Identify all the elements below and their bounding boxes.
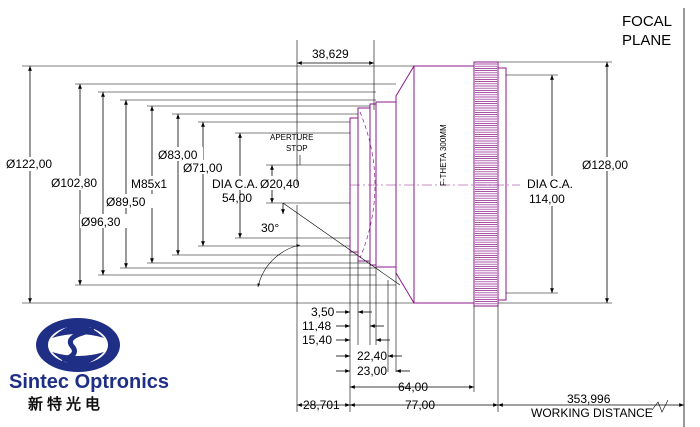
focal-label-1: FOCAL xyxy=(622,13,672,30)
dim-d83: Ø83,00 xyxy=(158,148,198,162)
dim-thread: M85x1 xyxy=(131,177,167,191)
dim-b6400: 64,00 xyxy=(398,380,428,394)
dim-d89: Ø89,50 xyxy=(106,195,146,209)
left-extension-lines xyxy=(22,65,414,304)
dim-d71: Ø71,00 xyxy=(183,161,223,175)
dim-b353: 353,996 xyxy=(567,392,611,406)
angle-line xyxy=(282,202,401,286)
dim-b2240: 22,40 xyxy=(357,349,387,363)
dim-d122: Ø122,00 xyxy=(6,157,52,171)
company-logo xyxy=(36,318,120,372)
top-dimension xyxy=(296,40,375,185)
right-extension-lines xyxy=(498,61,612,304)
dim-b2300: 23,00 xyxy=(357,364,387,378)
dim-b350: 3,50 xyxy=(311,305,335,319)
bottom-dimension-arrows xyxy=(297,310,684,407)
aperture-label-1: APERTURE xyxy=(270,133,313,142)
dim-d20: Ø20,40 xyxy=(260,177,300,191)
dim-dia-ca-label: DIA C.A. xyxy=(212,177,258,191)
left-dimension-lines xyxy=(28,66,274,303)
angle-label: 30° xyxy=(261,221,279,235)
dim-right-ca-label: DIA C.A. xyxy=(527,177,573,191)
dim-d96: Ø96,30 xyxy=(81,215,121,229)
focal-label-2: PLANE xyxy=(622,32,671,49)
brand-name: Sintec Optronics xyxy=(9,371,169,393)
dim-d102: Ø102,80 xyxy=(51,176,97,190)
dim-top-length: 38,629 xyxy=(312,47,349,61)
working-distance-label: WORKING DISTANCE xyxy=(531,406,653,420)
lens-body xyxy=(349,61,507,307)
break-symbol xyxy=(651,399,669,413)
angle-arc xyxy=(257,244,301,288)
dim-dia-ca-value: 54,00 xyxy=(222,191,252,205)
lens-label: F-THETA 300MM xyxy=(439,124,448,186)
dim-b1148: 11,48 xyxy=(302,319,331,333)
dim-right-ca-value: 114,00 xyxy=(529,192,565,206)
dim-b1540: 15,40 xyxy=(302,333,332,347)
dim-d128: Ø128,00 xyxy=(582,158,628,172)
brand-chinese: 新特光电 xyxy=(28,395,104,413)
dim-b28701: 28,701 xyxy=(303,398,340,412)
knurl-pattern xyxy=(475,63,497,307)
dim-b7700: 77,00 xyxy=(405,398,435,412)
